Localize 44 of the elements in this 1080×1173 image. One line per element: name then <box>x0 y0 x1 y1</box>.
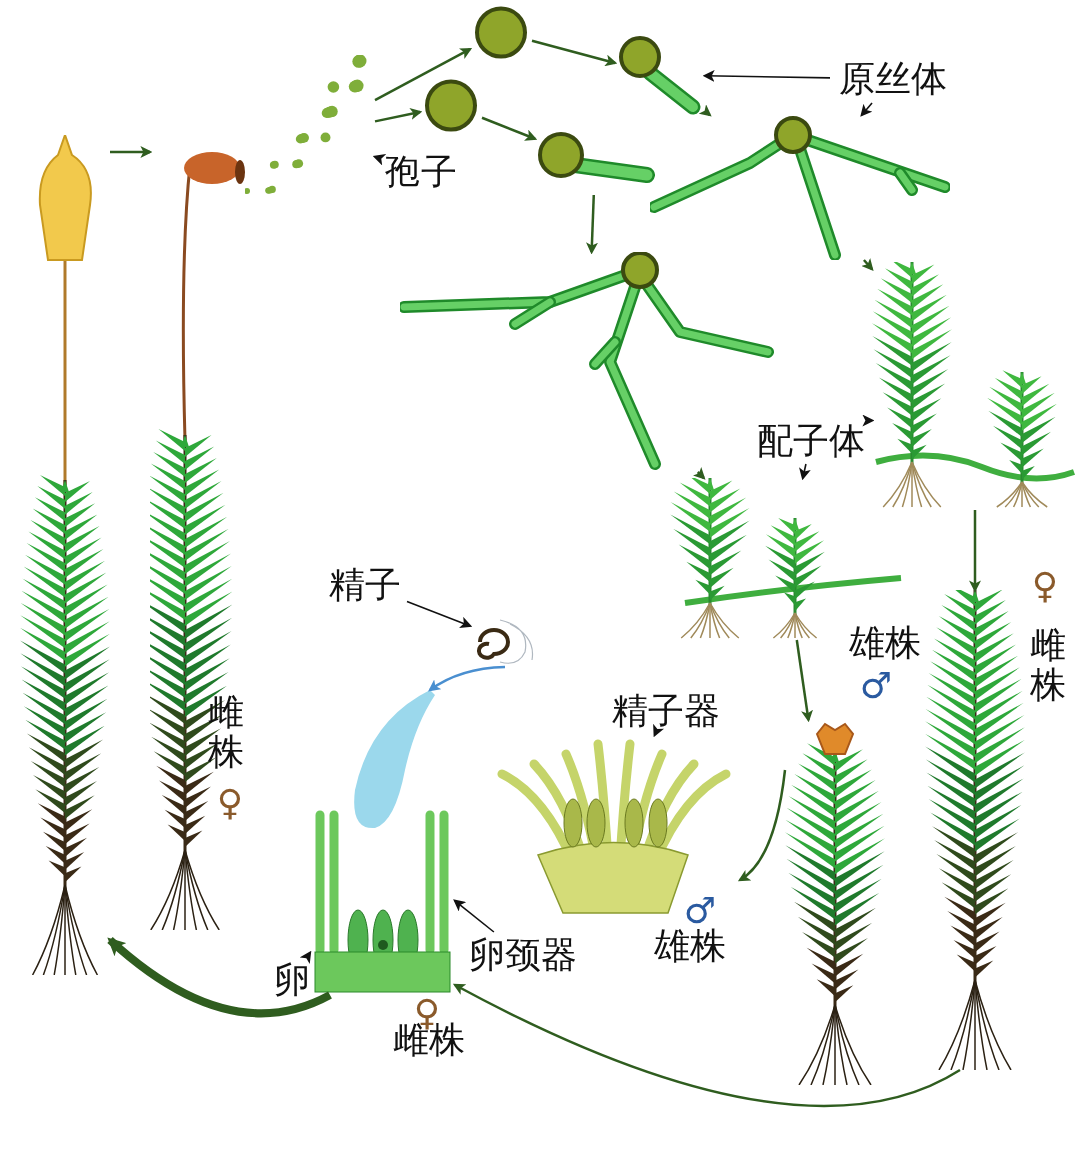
protonema-drawing <box>650 115 950 260</box>
term-label: 卵 <box>272 958 312 1002</box>
cycle-arrow <box>428 665 506 692</box>
plant-label: ♀ <box>215 785 245 821</box>
cycle-arrow <box>795 639 813 723</box>
young-moss-drawing <box>872 262 1078 510</box>
cycle-arrow <box>531 39 618 67</box>
cycle-arrow <box>692 466 706 480</box>
thick-curved-arrow <box>107 936 332 1018</box>
plant-label: 雌株 <box>1030 625 1066 705</box>
plant-label: ♂ <box>858 668 894 704</box>
cycle-arrow <box>452 983 961 1108</box>
leader-arrow <box>372 154 386 166</box>
plant-label: 雄株 <box>848 625 922 661</box>
moss-with-capsule-drawing <box>20 135 110 975</box>
cycle-arrow <box>481 116 538 141</box>
plant-label: ♂ <box>683 893 717 929</box>
leader-arrow <box>799 463 811 481</box>
cycle-arrow <box>586 194 598 255</box>
cycle-arrow <box>698 104 712 117</box>
leader-arrow <box>702 69 831 82</box>
term-label: 精子 <box>322 562 407 608</box>
cycle-arrow <box>969 510 981 593</box>
cycle-arrow <box>110 146 153 158</box>
cycle-arrow <box>374 48 473 102</box>
term-label: 配子体 <box>750 418 872 464</box>
leader-arrow <box>653 723 665 738</box>
leader-arrow <box>453 899 495 933</box>
leader-arrow <box>406 600 473 629</box>
term-label: 原丝体 <box>830 55 955 103</box>
cycle-arrow <box>861 258 874 271</box>
term-label: 孢子 <box>378 148 463 196</box>
plant-label: 雄株 <box>653 928 727 964</box>
plant-label: ♀ <box>1030 568 1060 604</box>
term-label: 精子器 <box>603 688 728 734</box>
leader-arrow <box>862 415 874 427</box>
female-moss-drawing <box>925 590 1025 1070</box>
term-label: 卵颈器 <box>460 932 585 978</box>
cycle-arrow <box>374 108 423 123</box>
cycle-arrow <box>738 769 787 882</box>
male-moss-drawing <box>785 720 885 1085</box>
leader-arrow <box>299 950 312 964</box>
leader-arrow <box>860 102 873 117</box>
plant-label: 雌株 <box>208 692 244 772</box>
